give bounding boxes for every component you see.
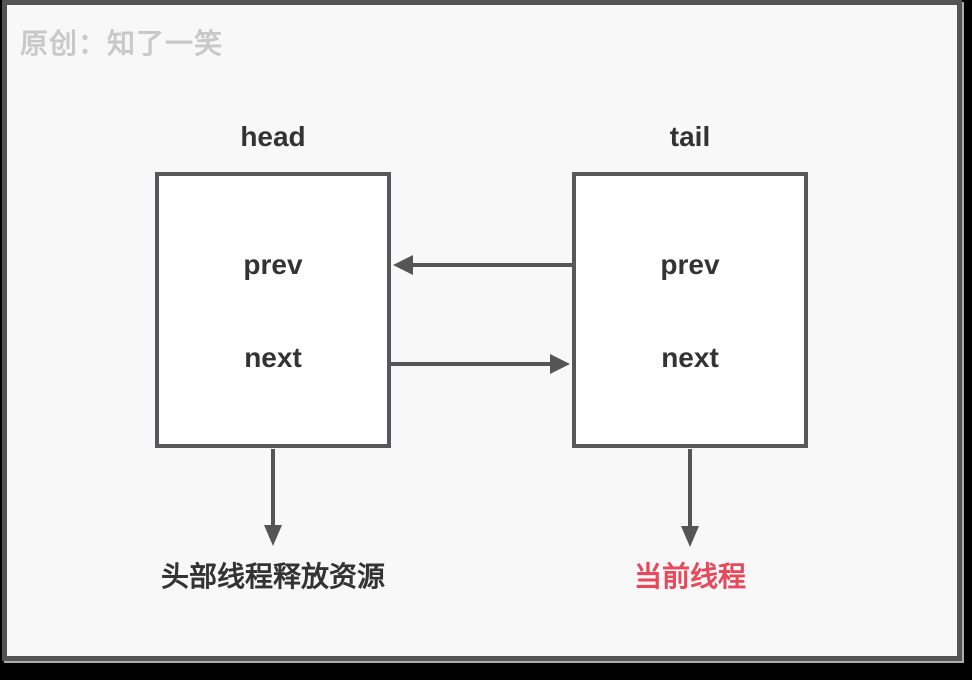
tail-caption: 当前线程 bbox=[633, 561, 746, 592]
head-node-title: head bbox=[240, 121, 306, 152]
tail-next-field: next bbox=[661, 342, 719, 373]
tail-node-title: tail bbox=[669, 121, 711, 152]
head-prev-field: prev bbox=[243, 249, 303, 280]
diagram-canvas bbox=[2, 0, 962, 661]
head-caption: 头部线程释放资源 bbox=[160, 561, 385, 592]
watermark-text: 原创：知了一笑 bbox=[20, 28, 224, 59]
tail-node-box: prev next bbox=[572, 172, 808, 448]
head-node-box: prev next bbox=[155, 172, 391, 448]
tail-prev-field: prev bbox=[660, 249, 720, 280]
head-next-field: next bbox=[244, 342, 302, 373]
